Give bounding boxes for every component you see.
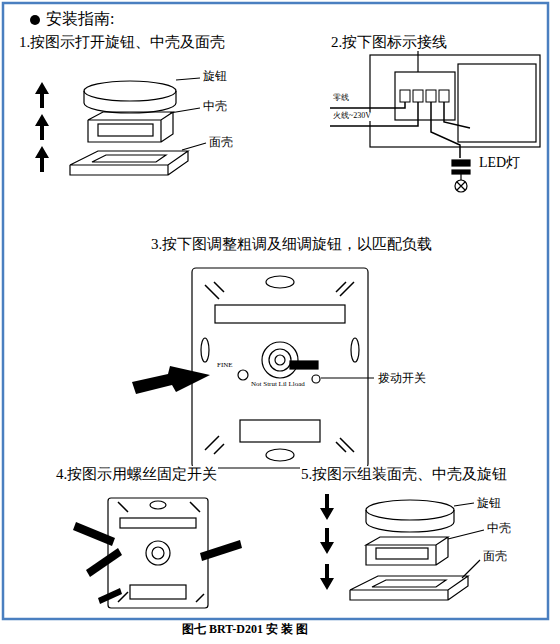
lamp-name: LED灯 [478,155,521,170]
part-name: 中壳 [486,522,512,535]
step-heading: 3.按下图调整粗调及细调旋钮，以匹配负载 [150,236,433,253]
wire-name: 零线 [332,94,350,103]
part-name: 面壳 [208,136,234,149]
part-name: 面壳 [482,550,508,563]
part-name: 旋钮 [202,70,228,83]
step-heading: 1.按图示打开旋钮、中壳及面壳 [18,34,226,51]
dial-mark: FINE [216,362,234,370]
part-name: 旋钮 [476,497,502,510]
step-heading: 2.按下图标示接线 [330,34,448,51]
section-title: 安装指南: [46,10,114,28]
figure-caption: 图七 BRT-D201 安 装 图 [182,623,308,636]
step-heading: 4.按图示用螺丝固定开关 [55,466,218,483]
wire-name: 火线~230V [332,112,372,121]
part-name: 拨动开关 [377,372,427,385]
dial-mark: Not Strut Lil Lload [250,381,306,389]
step-heading: 5.按图示组装面壳、中壳及旋钮 [300,466,508,483]
part-name: 中壳 [202,100,228,113]
